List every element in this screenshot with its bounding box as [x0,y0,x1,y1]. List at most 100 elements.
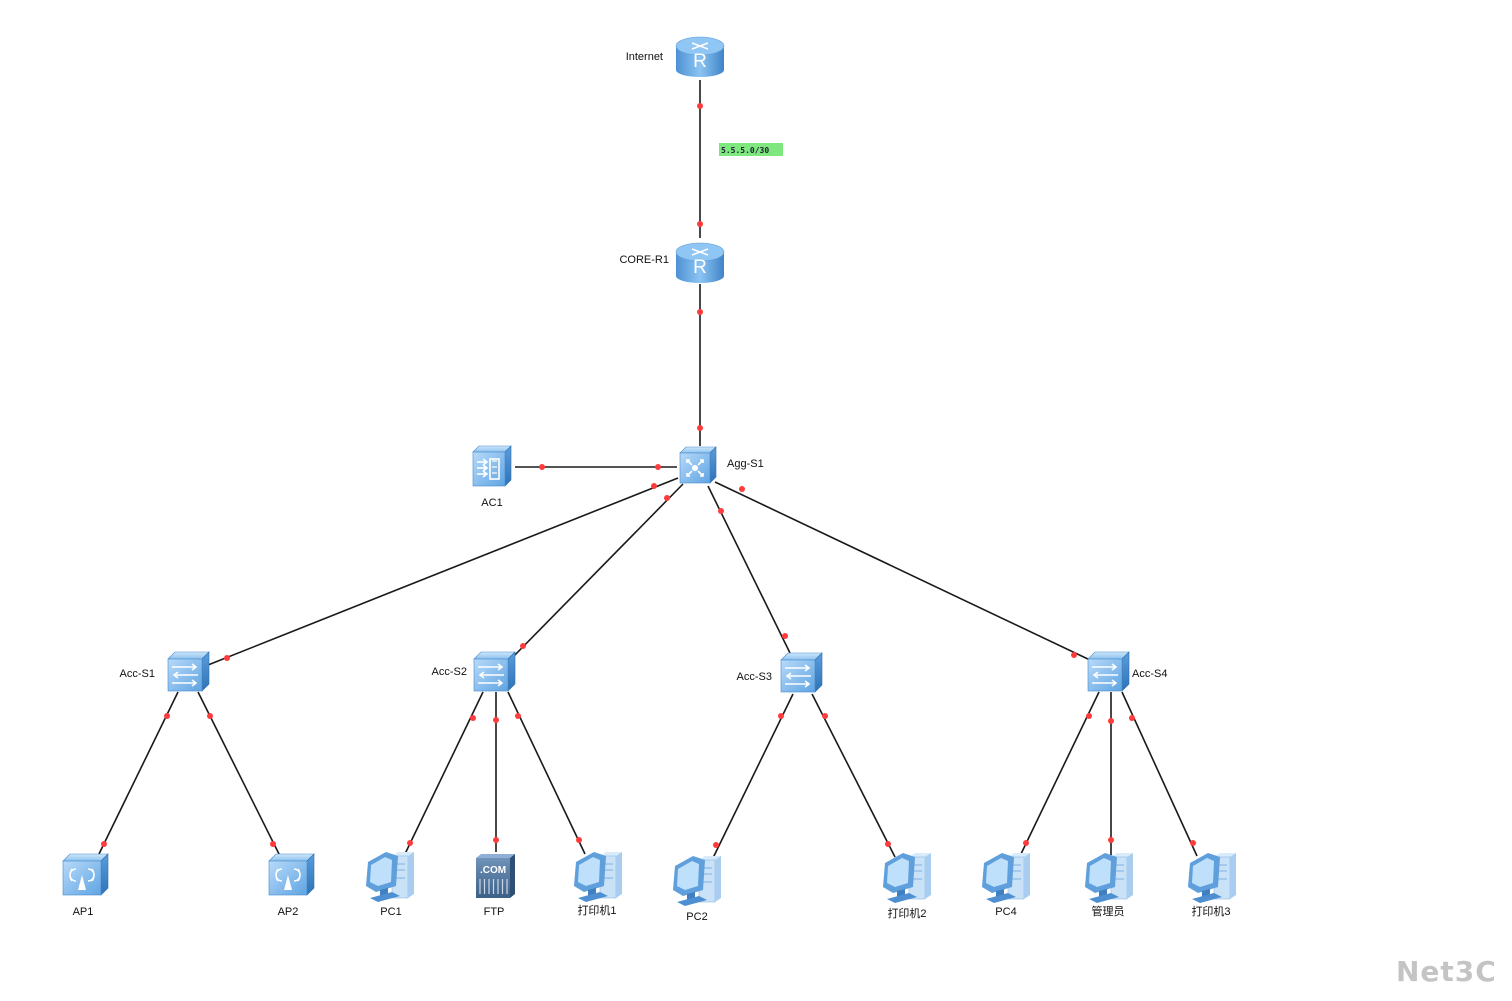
port-dot [651,483,657,489]
port-dot [515,713,521,719]
node-pc2[interactable]: PC2 [673,856,721,923]
port-dot [782,633,788,639]
port-dot [655,464,661,470]
link-acc2-pc1[interactable] [403,691,484,857]
node-label: 打印机2 [887,906,926,920]
link-line[interactable] [403,691,484,857]
port-dot [697,103,703,109]
node-label: Acc-S3 [737,671,772,683]
pc-icon[interactable] [883,853,931,903]
link-acc4-pc4[interactable] [1019,691,1100,857]
node-acc2[interactable]: Acc-S2 [432,651,516,692]
switch-icon[interactable] [167,651,210,692]
subnet-label: 5.5.5.0/30 [719,143,783,156]
link-line[interactable] [714,481,1091,661]
node-acc1[interactable]: Acc-S1 [120,651,210,692]
link-internet-core[interactable] [697,80,703,238]
node-label: Acc-S4 [1132,668,1167,680]
node-label: PC1 [380,906,401,918]
node-acc4[interactable]: Acc-S4 [1087,651,1167,692]
link-ac1-agg[interactable] [515,464,677,470]
link-acc2-ftp[interactable] [493,692,499,852]
port-dot [885,841,891,847]
link-line[interactable] [97,691,179,857]
port-dot [739,486,745,492]
port-dot [1023,840,1029,846]
port-dot [520,643,526,649]
port-dot [718,508,724,514]
link-acc4-admin[interactable] [1108,692,1114,855]
node-label: AP1 [73,906,94,918]
port-dot [1071,652,1077,658]
core-switch-icon[interactable] [679,446,717,484]
switch-icon[interactable] [1087,651,1130,692]
pc-icon[interactable] [1085,853,1133,903]
node-label: Agg-S1 [727,458,764,470]
port-dot [224,655,230,661]
router-icon[interactable]: R [675,36,725,77]
node-label: 打印机3 [1191,904,1230,918]
node-acc3[interactable]: Acc-S3 [737,652,823,693]
link-agg-acc4[interactable] [714,481,1091,661]
port-dot [207,713,213,719]
port-dot [1108,837,1114,843]
node-pc4[interactable]: PC4 [982,853,1030,918]
pc-icon[interactable] [982,853,1030,903]
node-ac1[interactable]: AC1 [472,445,512,509]
node-label: PC4 [995,906,1016,918]
link-agg-acc1[interactable] [207,477,679,666]
link-line[interactable] [711,693,794,861]
access-point-icon[interactable] [62,853,109,896]
watermark-logo: Net3C [1396,955,1497,988]
switch-icon[interactable] [780,652,823,693]
port-dot [822,713,828,719]
link-acc1-ap1[interactable] [97,691,179,857]
switch-icon[interactable] [473,651,516,692]
node-prn1[interactable]: 打印机1 [574,852,622,917]
node-ftp[interactable]: .COM FTP [476,854,515,918]
link-line[interactable] [510,483,684,660]
access-point-icon[interactable] [268,853,315,896]
wireless-controller-icon[interactable] [472,445,512,487]
port-dot [697,309,703,315]
node-prn2[interactable]: 打印机2 [883,853,931,920]
node-label: FTP [484,906,505,918]
links-layer [97,80,1198,861]
link-acc4-prn3[interactable] [1121,691,1198,857]
link-line[interactable] [197,691,281,857]
link-agg-acc2[interactable] [510,483,684,660]
pc-icon[interactable] [673,856,721,906]
link-acc2-prn1[interactable] [507,691,586,855]
router-icon[interactable]: R [675,242,725,283]
node-ap2[interactable]: AP2 [268,853,315,918]
node-admin[interactable]: 管理员 [1085,853,1133,918]
port-dot [576,837,582,843]
pc-icon[interactable] [366,852,414,902]
port-dot [713,842,719,848]
ftp-server-icon[interactable]: .COM [476,854,515,898]
node-agg[interactable]: Agg-S1 [679,446,764,484]
link-core-agg[interactable] [697,284,703,446]
link-line[interactable] [1019,691,1100,857]
node-pc1[interactable]: PC1 [366,852,414,918]
node-ap1[interactable]: AP1 [62,853,109,918]
link-line[interactable] [811,693,896,858]
link-agg-acc3[interactable] [707,485,791,654]
link-acc3-pc2[interactable] [711,693,794,861]
node-label: Acc-S1 [120,668,155,680]
pc-icon[interactable] [574,852,622,902]
link-line[interactable] [507,691,586,855]
port-dot [1190,840,1196,846]
subnet-label-text: 5.5.5.0/30 [721,146,769,155]
link-acc1-ap2[interactable] [197,691,281,857]
node-prn3[interactable]: 打印机3 [1188,853,1236,918]
svg-text:R: R [693,257,707,278]
pc-icon[interactable] [1188,853,1236,903]
link-line[interactable] [207,477,679,666]
link-acc3-prn2[interactable] [811,693,896,858]
port-dot [539,464,545,470]
